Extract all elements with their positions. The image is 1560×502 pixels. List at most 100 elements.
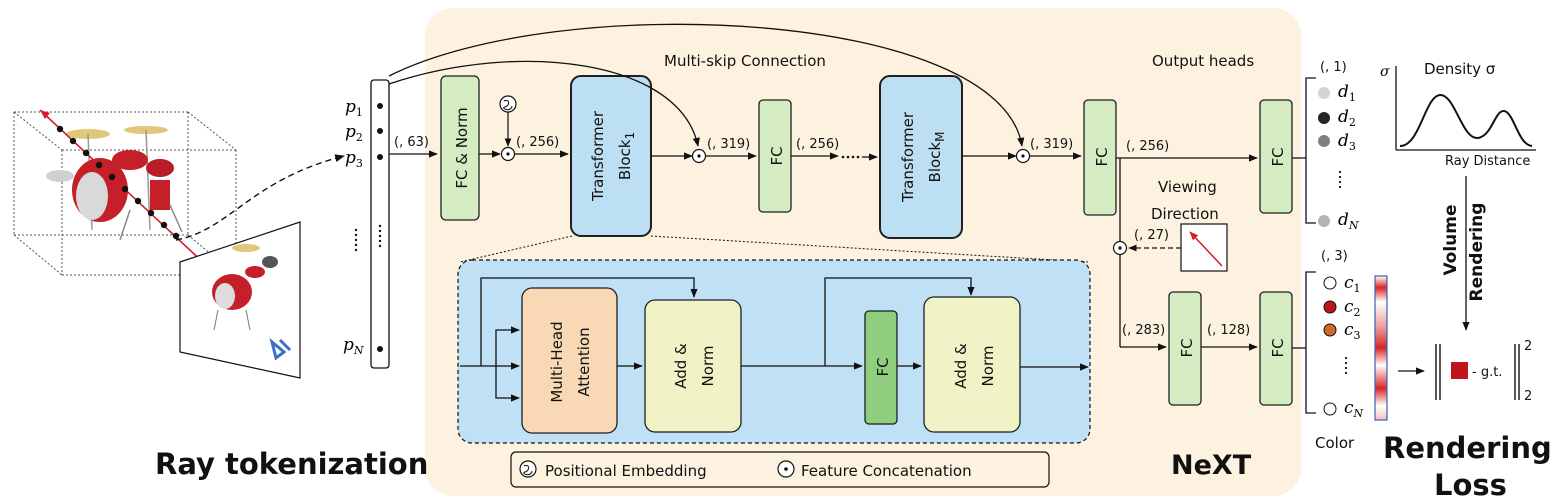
camera-icon — [269, 337, 292, 361]
detail-branch-3 — [495, 366, 520, 402]
fc-block-color-1 — [1168, 291, 1202, 406]
fc-block-density — [1259, 99, 1293, 214]
sub: 2 — [356, 131, 363, 144]
ray-distance-label: Ray Distance — [1445, 154, 1530, 169]
zoom-line-left — [459, 235, 573, 263]
mha-label-2: Attention — [575, 327, 593, 396]
add-norm-block-2 — [923, 296, 1021, 433]
color-dot — [1323, 300, 1337, 314]
density-dots — [1318, 87, 1330, 227]
volume-rendering-label-1: Volume — [1441, 204, 1461, 275]
legend-concat-label: Feature Concatenation — [801, 462, 972, 480]
token-label-p2: p2 — [345, 122, 363, 144]
predicted-color-square — [1451, 362, 1468, 379]
fc-mid-label: FC — [768, 146, 786, 165]
addnorm1-label-2: Norm — [699, 346, 717, 387]
sub: 2 — [1354, 306, 1361, 319]
dim-128: (, 128) — [1207, 323, 1250, 338]
rendering-loss-label-1: Rendering — [1383, 431, 1552, 465]
token-label-p3: p3 — [345, 148, 363, 170]
detail-branch-4 — [824, 277, 975, 366]
color-dot — [1323, 323, 1337, 337]
sub: 1 — [356, 106, 363, 119]
detail-branch-1 — [480, 277, 698, 366]
color-dot — [1323, 402, 1337, 416]
density-dot — [1318, 87, 1330, 99]
sub: 1 — [623, 132, 637, 140]
loss-norm-sub: 2 — [1524, 389, 1532, 404]
skip-arc-2 — [388, 23, 1025, 147]
sub: M — [933, 132, 947, 142]
fc-norm-label: FC & Norm — [453, 107, 471, 188]
dim-63: (, 63) — [394, 135, 429, 150]
transformer-block-1 — [570, 75, 652, 237]
color-bar — [1374, 275, 1388, 421]
dim-3: (, 3) — [1321, 249, 1348, 264]
density-dot — [1318, 215, 1330, 227]
viewing-direction-arrow — [1189, 231, 1223, 267]
detail-branch-2 — [495, 326, 520, 366]
sub: 3 — [1349, 140, 1356, 153]
density-label-dN: dN — [1338, 210, 1359, 232]
output-heads-label: Output heads — [1152, 52, 1254, 70]
gt-label: - g.t. — [1472, 365, 1502, 380]
tb1-label-1: Transformer — [589, 110, 607, 202]
token-dots — [377, 103, 383, 352]
fc-block-inner — [864, 310, 898, 425]
density-label-d2: d2 — [1338, 107, 1356, 129]
token-outer-ellipsis — [354, 228, 358, 252]
color-ellipsis — [1344, 356, 1348, 375]
density-dot — [1318, 135, 1330, 147]
tbM-label-1: Transformer — [899, 111, 917, 203]
color-label-c1: c1 — [1344, 273, 1361, 295]
color-label-c3: c3 — [1344, 320, 1361, 342]
ray-sample-points — [56, 125, 180, 240]
pe-wave — [503, 99, 513, 111]
addnorm1-label-1: Add & — [672, 343, 690, 389]
legend-pe-label: Positional Embedding — [545, 462, 707, 480]
fc-density-label: FC — [1269, 147, 1287, 166]
tb1-label-2: Block1 — [616, 132, 637, 180]
density-label-d3: d3 — [1338, 131, 1356, 153]
zoom-line-right — [650, 235, 1089, 263]
color-label-cN: cN — [1344, 398, 1364, 420]
addnorm2-label-2: Norm — [979, 346, 997, 387]
fc-color2-label: FC — [1269, 338, 1287, 357]
ray-tokenization-label: Ray tokenization — [155, 447, 428, 481]
ray-start-arrow — [40, 110, 50, 119]
color-dots — [1323, 276, 1337, 416]
sub: 3 — [356, 157, 363, 170]
next-label: NeXT — [1171, 450, 1252, 481]
density-bracket — [1292, 77, 1316, 224]
dim-283: (, 283) — [1122, 323, 1165, 338]
fc-norm-block — [440, 75, 480, 221]
density-title: Density σ — [1424, 60, 1496, 78]
loss-norm-sup: 2 — [1524, 339, 1532, 354]
sub: N — [1348, 219, 1359, 232]
dim-319b: (, 319) — [1030, 137, 1073, 152]
fc-color1-label: FC — [1178, 338, 1196, 357]
color-label-c2: c2 — [1344, 297, 1361, 319]
viewing-label-2: Direction — [1151, 205, 1219, 223]
fc-inner-label: FC — [874, 357, 892, 376]
dim-1: (, 1) — [1320, 60, 1347, 75]
dim-256b: (, 256) — [796, 137, 839, 152]
drum-kit-2d — [212, 244, 278, 331]
dim-27: (, 27) — [1134, 228, 1169, 243]
transformer-block-M — [879, 75, 963, 239]
drum-kit-3d — [46, 126, 183, 241]
token-label-pN: pN — [343, 335, 364, 357]
fc-head-label: FC — [1093, 147, 1111, 166]
density-ellipsis — [1338, 170, 1342, 189]
tbM-label-2: BlockM — [926, 132, 947, 183]
rendering-loss-label-2: Loss — [1434, 468, 1507, 502]
color-bracket — [1292, 271, 1316, 414]
add-norm-block-1 — [644, 299, 742, 433]
density-dot — [1318, 112, 1330, 124]
skip-arc-1 — [388, 60, 700, 147]
addnorm2-label-1: Add & — [952, 343, 970, 389]
viewing-label-1: Viewing — [1158, 178, 1217, 196]
color-dot — [1323, 276, 1337, 290]
density-sigma-axis: σ — [1380, 64, 1390, 80]
